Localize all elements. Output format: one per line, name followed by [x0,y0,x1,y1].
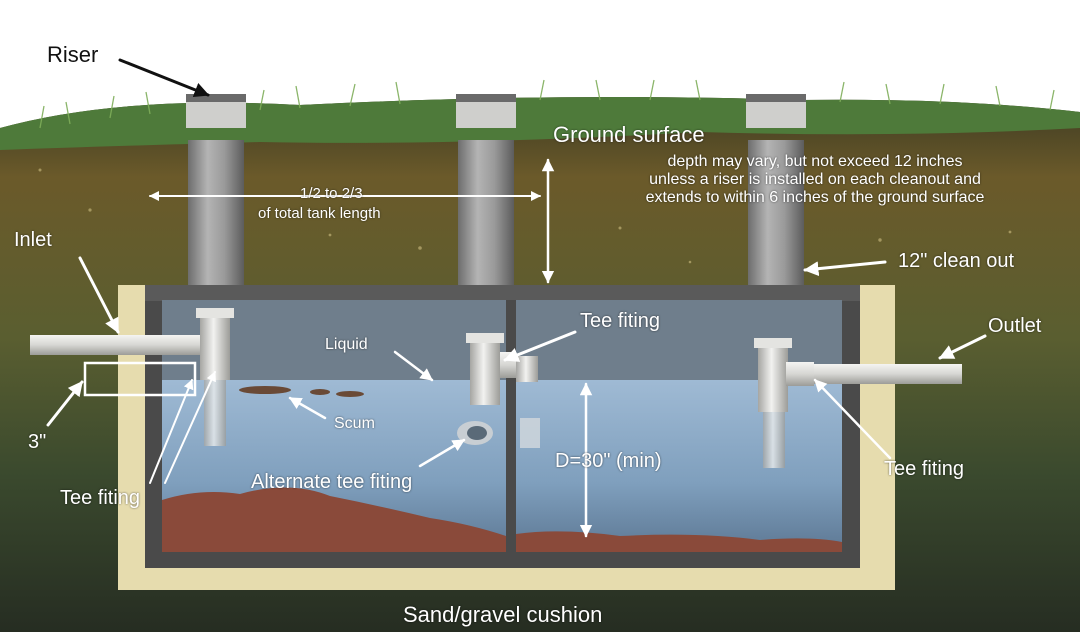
depth-min-label: D=30" (min) [555,450,662,472]
alternate-tee-label: Alternate tee fiting [251,471,413,493]
riser-pipes [186,94,806,285]
ground-surface-label: Ground surface [553,122,705,147]
tee-fitting-right-label: Tee fiting [884,458,965,480]
outlet-label: Outlet [988,315,1042,337]
outlet-pipe [810,364,962,384]
depth-note-line-1: depth may vary, but not exceed 12 inches [667,153,963,170]
alternate-tee-fitting [457,421,493,445]
tee-left-arrow-2 [164,371,216,484]
scum-layer [239,386,364,397]
tank-top-lid [145,285,860,301]
depth-note: depth may vary, but not exceed 12 inches… [570,153,1060,207]
outlet-arrow [938,334,987,360]
tee-right-arrow [813,378,892,460]
scum-label: Scum [334,415,375,432]
alternate-tee-arrow [418,438,466,468]
depth-note-line-3: extends to within 6 inches of the ground… [645,189,985,206]
three-inch-label: 3" [28,431,47,453]
soil-specks [38,168,1012,264]
inlet-label: Inlet [14,229,52,251]
divider-wall [506,300,516,552]
riser-label: Riser [47,42,99,67]
depth-note-line-2: unless a riser is installed on each clea… [649,171,981,188]
tee-fitting-outlet [754,338,814,468]
liquid-arrow [393,350,434,382]
inlet-pipe [30,335,220,355]
tee-top-arrow [503,330,577,362]
clean-out-arrow [803,260,887,277]
riser-arrow [118,58,210,97]
clean-out-label: 12" clean out [898,250,1015,272]
tee-fitting-inlet [196,308,234,446]
scum-arrow [288,396,327,420]
inlet-arrow [78,256,120,334]
tee-fitting-left-label: Tee fiting [60,487,141,509]
tee-fitting-top-label: Tee fiting [580,310,661,332]
leader-lines [46,58,987,538]
three-inch-marker-box [83,361,197,397]
liquid-label: Liquid [325,336,368,353]
sludge-inlet [162,487,506,552]
three-inch-arrow [46,380,84,427]
grass-surface [0,96,1080,150]
spacing-label-line-2: of total tank length [258,205,381,222]
spacing-label-line-1: 1/2 to 2/3 [300,185,363,202]
grass-blades [39,79,1055,129]
sand-cushion-label: Sand/gravel cushion [403,602,603,627]
tee-left-arrow-1 [149,379,194,484]
sludge-outlet [516,531,842,552]
